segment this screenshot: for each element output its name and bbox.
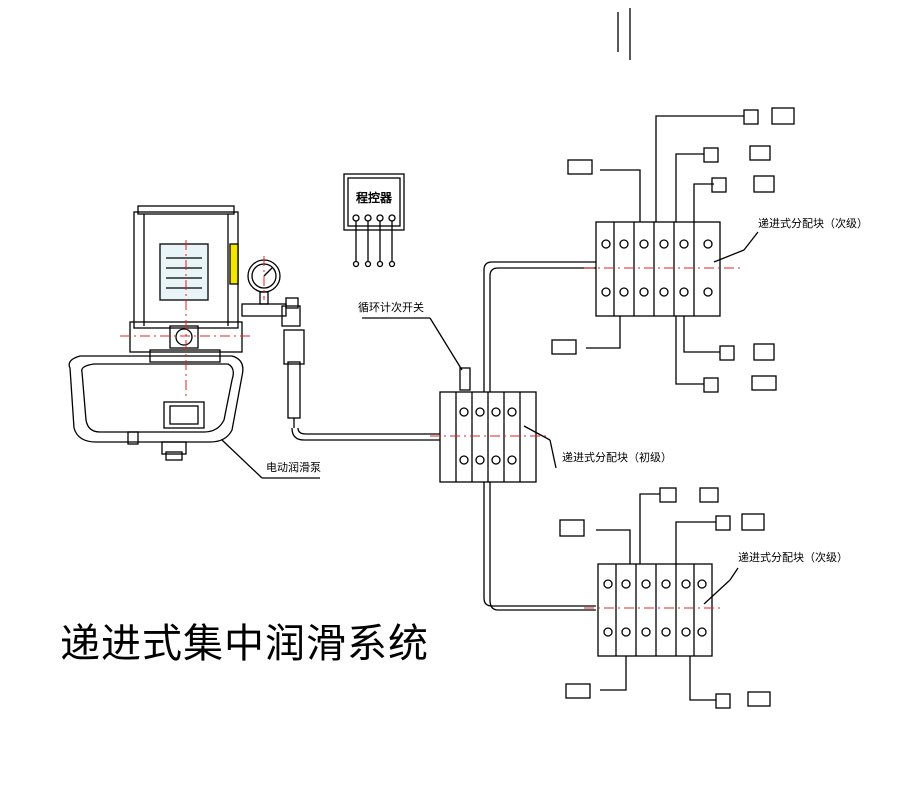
secondary-divider-upper-label: 递进式分配块（次级）	[758, 217, 868, 230]
primary-divider-label: 递进式分配块（初级）	[562, 451, 672, 464]
page-title: 递进式集中润滑系统	[60, 621, 429, 667]
primary-divider-block	[439, 391, 557, 483]
secondary-divider-lower	[597, 563, 739, 657]
electric-pump-label: 电动润滑泵	[266, 461, 321, 474]
secondary-divider-lower-label: 递进式分配块（次级）	[738, 551, 848, 564]
controller-label: 程控器	[356, 191, 393, 205]
controller-box	[343, 173, 405, 268]
cycle-counter-switch-label: 循环计次开关	[358, 301, 424, 314]
electric-lubrication-pump	[68, 205, 320, 479]
secondary-divider-upper	[595, 221, 759, 317]
